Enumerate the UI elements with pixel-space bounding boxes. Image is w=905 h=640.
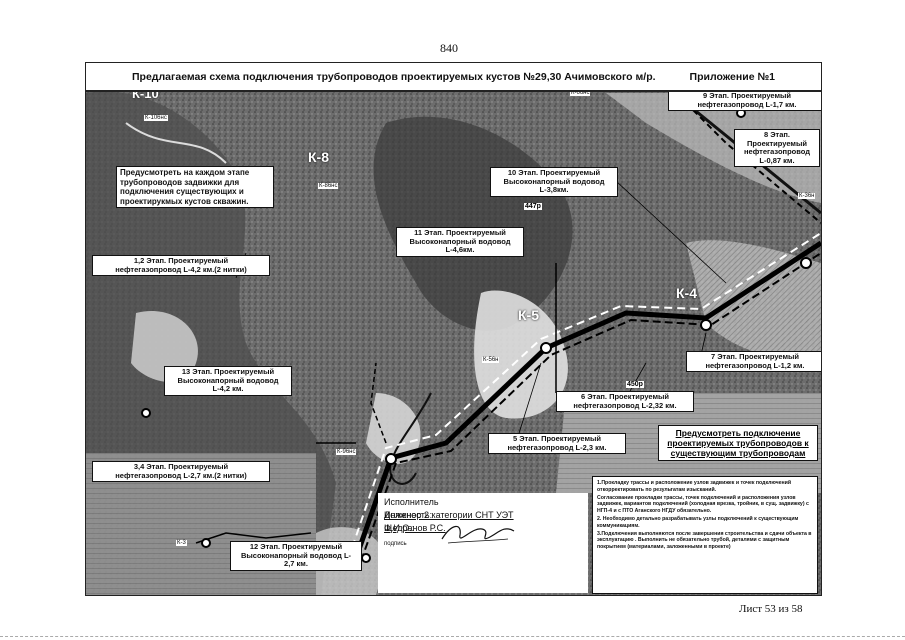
label-line: нефтегазопровод L-4,2 км.(2 нитки) [115, 264, 247, 274]
well-label-k3: К-3 [176, 540, 187, 546]
label-line: нефтегазопровод L-1,2 км. [705, 360, 805, 370]
label-line: 8 Этап. [763, 130, 791, 139]
label-stage-8: 8 Этап. Проектируемый нефтегазопровод L-… [734, 129, 820, 167]
note-item: Согласование прокладки трассы, точек под… [597, 494, 809, 515]
label-line: Предусмотреть на каждом этапе [120, 168, 250, 177]
marker-447p: 447р [524, 203, 542, 210]
callout-line: Предусмотреть подключение [675, 428, 801, 438]
label-stage-9: 9 Этап. Проектируемый нефтегазопровод L-… [668, 90, 821, 111]
label-line: 5 Этап. Проектируемый [512, 434, 602, 443]
label-line: L-4,2 км. [212, 384, 244, 393]
label-line: подключения существующих и [120, 187, 244, 196]
fio-label: Ф.И.О.: [384, 523, 415, 533]
label-line: 7 Этап. Проектируемый [710, 352, 800, 361]
callout-connection: Предусмотреть подключение проектируемых … [658, 425, 818, 461]
callout-line: существующим трубопроводам [670, 448, 806, 458]
position-value: Инженер 2 категории СНТ УЭТ [384, 510, 514, 520]
label-line: 2,7 км. [284, 559, 308, 568]
label-line: нефтегазопровод L-2,32 км. [573, 400, 677, 410]
fio-value: Щедранов Р.С. [384, 523, 446, 533]
label-line: L-3,8км. [539, 185, 569, 194]
label-line: 11 Этап. Проектируемый [414, 228, 506, 237]
label-line: нефтегазопровод L-1,7 км. [697, 99, 797, 109]
label-stage-7: 7 Этап. Проектируемый нефтегазопровод L-… [686, 351, 821, 372]
label-stage-3-4: 3,4 Этап. Проектируемый нефтегазопровод … [92, 461, 270, 482]
well-label-k86: К-86нс [318, 183, 339, 189]
label-stage-5: 5 Этап. Проектируемый нефтегазопровод L-… [488, 433, 626, 454]
label-line: 9 Этап. Проектируемый [702, 91, 792, 100]
label-line: 1,2 Этап. Проектируемый [133, 256, 229, 265]
label-line: 6 Этап. Проектируемый [580, 392, 670, 401]
label-line: проектирукмых кустов скважин. [120, 196, 249, 206]
label-line: 13 Этап. Проектируемый [181, 367, 275, 376]
well-label-k66: К-66нс [570, 90, 591, 96]
sheet-number: Лист 53 из 58 [739, 603, 803, 615]
label-line: Высоконапорный водовод [177, 375, 279, 385]
label-line: 10 Этап. Проектируемый [507, 168, 601, 177]
label-line: L-0,87 км. [759, 155, 795, 165]
signature-label: подпись [384, 541, 407, 547]
well-label-k106: К-106нс [144, 115, 168, 121]
position-label: Должность: [384, 510, 433, 520]
label-valves-note: Предусмотреть на каждом этапе трубопрово… [116, 166, 274, 208]
note-item: 1.Прокладку трассы и расположение узлов … [597, 480, 792, 493]
well-label-k56: К-56н [482, 357, 500, 363]
executor-title: Исполнитель [384, 497, 439, 507]
cluster-label-k4: К-4 [676, 285, 697, 301]
label-line: трубопроводов задвижки для [120, 177, 240, 187]
well-label-k96: К-96нс [336, 449, 357, 455]
well-label-k36: К-36н [798, 193, 816, 199]
note-item: 3.Подключения выполняются после завершен… [597, 530, 812, 551]
label-line: нефтегазопровод L-2,3 км. [507, 442, 607, 452]
label-stage-6: 6 Этап. Проектируемый нефтегазопровод L-… [556, 391, 694, 412]
label-stage-13: 13 Этап. Проектируемый Высоконапорный во… [164, 366, 292, 396]
note-item: 2. Необходимо детально разрабатывать узл… [597, 515, 799, 529]
label-stage-10: 10 Этап. Проектируемый Высоконапорный во… [490, 167, 618, 197]
bottom-divider [0, 636, 905, 637]
marker-450p: 450р [626, 381, 644, 388]
cluster-label-k8: К-8 [308, 149, 329, 165]
label-line: L-4,6км. [445, 245, 475, 254]
label-stage-12: 12 Этап. Проектируемый Высоконапорный во… [230, 541, 362, 571]
label-line: Высоконапорный водовод [503, 176, 605, 186]
cluster-label-k5: К-5 [518, 307, 539, 323]
label-stage-1-2: 1,2 Этап. Проектируемый нефтегазопровод … [92, 255, 270, 276]
label-line: нефтегазопровод L-2,7 км.(2 нитки) [115, 470, 247, 480]
executor-block: Исполнитель Должность: Инженер 2 категор… [378, 493, 588, 593]
label-line: Высоконапорный водовод L- [240, 550, 352, 560]
map-title-bar: Предлагаемая схема подключения трубопров… [86, 63, 821, 92]
map-title: Предлагаемая схема подключения трубопров… [132, 70, 656, 83]
notes-box: 1.Прокладку трассы и расположение узлов … [592, 476, 818, 594]
map-frame: Предлагаемая схема подключения трубопров… [85, 62, 822, 596]
label-stage-11: 11 Этап. Проектируемый Высоконапорный во… [396, 227, 524, 257]
label-line: 3,4 Этап. Проектируемый [133, 462, 229, 471]
label-line: Проектируемый [747, 138, 807, 148]
label-line: нефтегазопровод [744, 147, 810, 156]
label-line: 12 Этап. Проектируемый [249, 542, 343, 551]
page-number: 840 [440, 41, 458, 55]
signature-icon [441, 525, 515, 544]
appendix-label: Приложение №1 [689, 70, 775, 83]
callout-line: проектируемых трубопроводов к [667, 438, 809, 448]
label-line: Высоконапорный водовод [409, 236, 511, 246]
